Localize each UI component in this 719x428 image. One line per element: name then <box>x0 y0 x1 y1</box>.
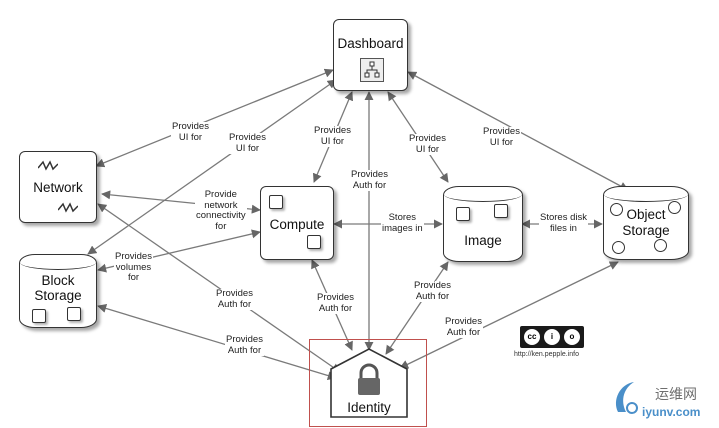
sa-icon: o <box>564 329 580 345</box>
edge-object-identity <box>399 261 619 369</box>
object-storage-node: Object Storage <box>603 186 689 260</box>
by-icon: i <box>544 329 560 345</box>
network-title: Network <box>33 180 83 195</box>
highlight-box <box>309 339 427 427</box>
credit-link[interactable]: http://ken.pepple.info <box>514 351 579 358</box>
edge-dashboard-network <box>95 68 334 168</box>
lock-icon <box>358 363 380 395</box>
network-node: Network <box>19 151 97 223</box>
block-storage-node: Block Storage <box>19 254 97 328</box>
dashboard-node: Dashboard <box>333 19 408 91</box>
block-storage-title-1: Block <box>41 273 75 288</box>
edge-block-identity <box>97 304 337 380</box>
disk-icon <box>668 201 681 214</box>
object-storage-title-1: Object <box>626 207 666 222</box>
disk-icon <box>307 235 321 249</box>
disk-icon <box>654 239 667 252</box>
compute-title: Compute <box>269 217 325 232</box>
disk-icon <box>67 307 81 321</box>
image-title: Image <box>464 233 502 248</box>
disk-icon <box>610 203 623 216</box>
compute-node: Compute <box>260 186 334 260</box>
disk-icon <box>494 204 508 218</box>
cc-license-badge[interactable]: cc i o <box>520 326 584 348</box>
watermark-cn: 运维网 <box>655 386 697 402</box>
disk-icon <box>32 309 46 323</box>
cc-icon: cc <box>524 329 540 345</box>
disk-icon <box>612 241 625 254</box>
identity-title: Identity <box>347 400 391 415</box>
block-storage-title-2: Storage <box>34 288 82 303</box>
image-node: Image <box>443 186 523 262</box>
disk-icon <box>269 195 283 209</box>
disk-icon <box>456 207 470 221</box>
lightning-icon <box>38 160 58 171</box>
watermark-en: iyunv.com <box>642 405 701 419</box>
dashboard-title: Dashboard <box>337 36 404 51</box>
object-storage-title-2: Storage <box>622 223 670 238</box>
dashboard-sitemap-icon <box>360 58 384 82</box>
lightning-icon <box>58 202 78 213</box>
watermark-logo-icon <box>615 382 638 414</box>
identity-node <box>330 348 408 418</box>
